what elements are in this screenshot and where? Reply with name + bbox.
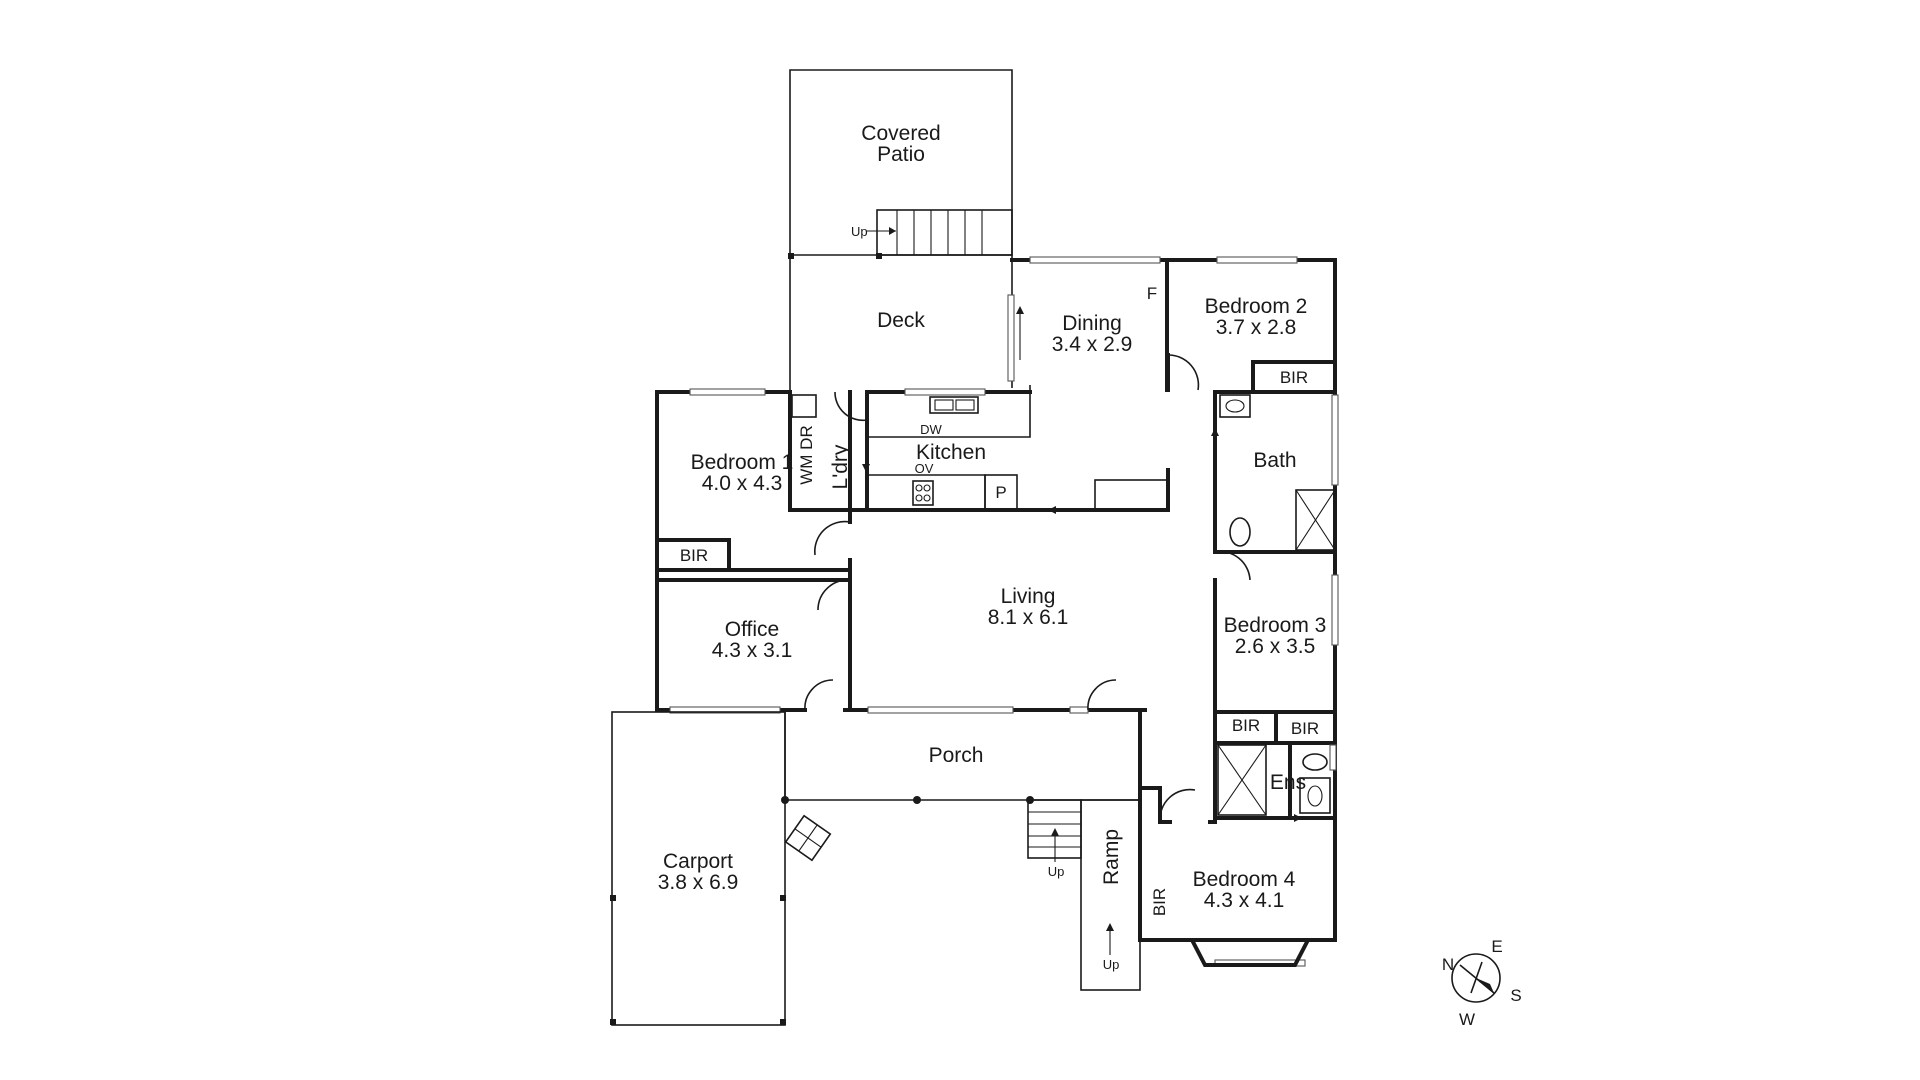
oven-label: OV <box>915 461 934 476</box>
bedroom4-label: Bedroom 4 <box>1193 868 1296 891</box>
bedroom3-bir-right-label: BIR <box>1291 719 1319 738</box>
bedroom3-dims: 2.6 x 3.5 <box>1235 635 1316 658</box>
bath-label: Bath <box>1253 449 1296 472</box>
pantry-label: P <box>995 483 1006 502</box>
bedroom4-bir-label: BIR <box>1150 888 1169 916</box>
windows <box>669 256 1339 967</box>
doors <box>804 354 1251 823</box>
wm-dr-label: WM DR <box>797 425 816 484</box>
compass-icon <box>1451 953 1501 1003</box>
dining-dims: 3.4 x 2.9 <box>1052 333 1133 356</box>
deck-area <box>789 254 1015 392</box>
covered-patio-label-1: Covered <box>861 122 940 145</box>
office-label: Office <box>725 618 779 641</box>
ramp-area <box>1027 799 1141 991</box>
laundry-label: L'dry <box>829 444 852 489</box>
compass-n-label: N <box>1442 955 1454 974</box>
walls <box>655 258 1337 942</box>
carport-dims: 3.8 x 6.9 <box>658 871 739 894</box>
bedroom2-dims: 3.7 x 2.8 <box>1216 316 1297 339</box>
bedroom3-bir-left-label: BIR <box>1232 716 1260 735</box>
bedroom1-label: Bedroom 1 <box>691 451 794 474</box>
compass-s-label: S <box>1510 986 1521 1005</box>
carport-label: Carport <box>663 850 733 873</box>
office-dims: 4.3 x 3.1 <box>712 639 793 662</box>
kitchen-fixtures <box>791 306 1302 822</box>
dishwasher-label: DW <box>920 422 942 437</box>
living-label: Living <box>1001 585 1056 608</box>
compass-e-label: E <box>1491 937 1502 956</box>
patio-up-label: Up <box>851 224 868 239</box>
bedroom3-label: Bedroom 3 <box>1224 614 1327 637</box>
porch-steps-up-label: Up <box>1048 864 1065 879</box>
porch-label: Porch <box>929 744 984 767</box>
bedroom4-bay-window <box>1138 938 1337 967</box>
bedroom1-bir-label: BIR <box>680 546 708 565</box>
living-dims: 8.1 x 6.1 <box>988 606 1069 629</box>
deck-label: Deck <box>877 309 925 332</box>
bath-fixtures <box>1217 394 1336 816</box>
covered-patio-label-2: Patio <box>877 143 925 166</box>
dining-label: Dining <box>1062 312 1122 335</box>
bedroom2-bir-label: BIR <box>1280 368 1308 387</box>
ensuite-label: Ens <box>1270 771 1306 794</box>
bedroom1-dims: 4.0 x 4.3 <box>702 472 783 495</box>
compass-w-label: W <box>1459 1010 1475 1029</box>
ramp-label: Ramp <box>1100 829 1123 885</box>
bedroom4-dims: 4.3 x 4.1 <box>1204 889 1285 912</box>
bedroom2-label: Bedroom 2 <box>1205 295 1308 318</box>
carport-area <box>610 711 832 1026</box>
ramp-up-label: Up <box>1103 957 1120 972</box>
fridge-label: F <box>1147 284 1157 303</box>
kitchen-label: Kitchen <box>916 441 986 464</box>
